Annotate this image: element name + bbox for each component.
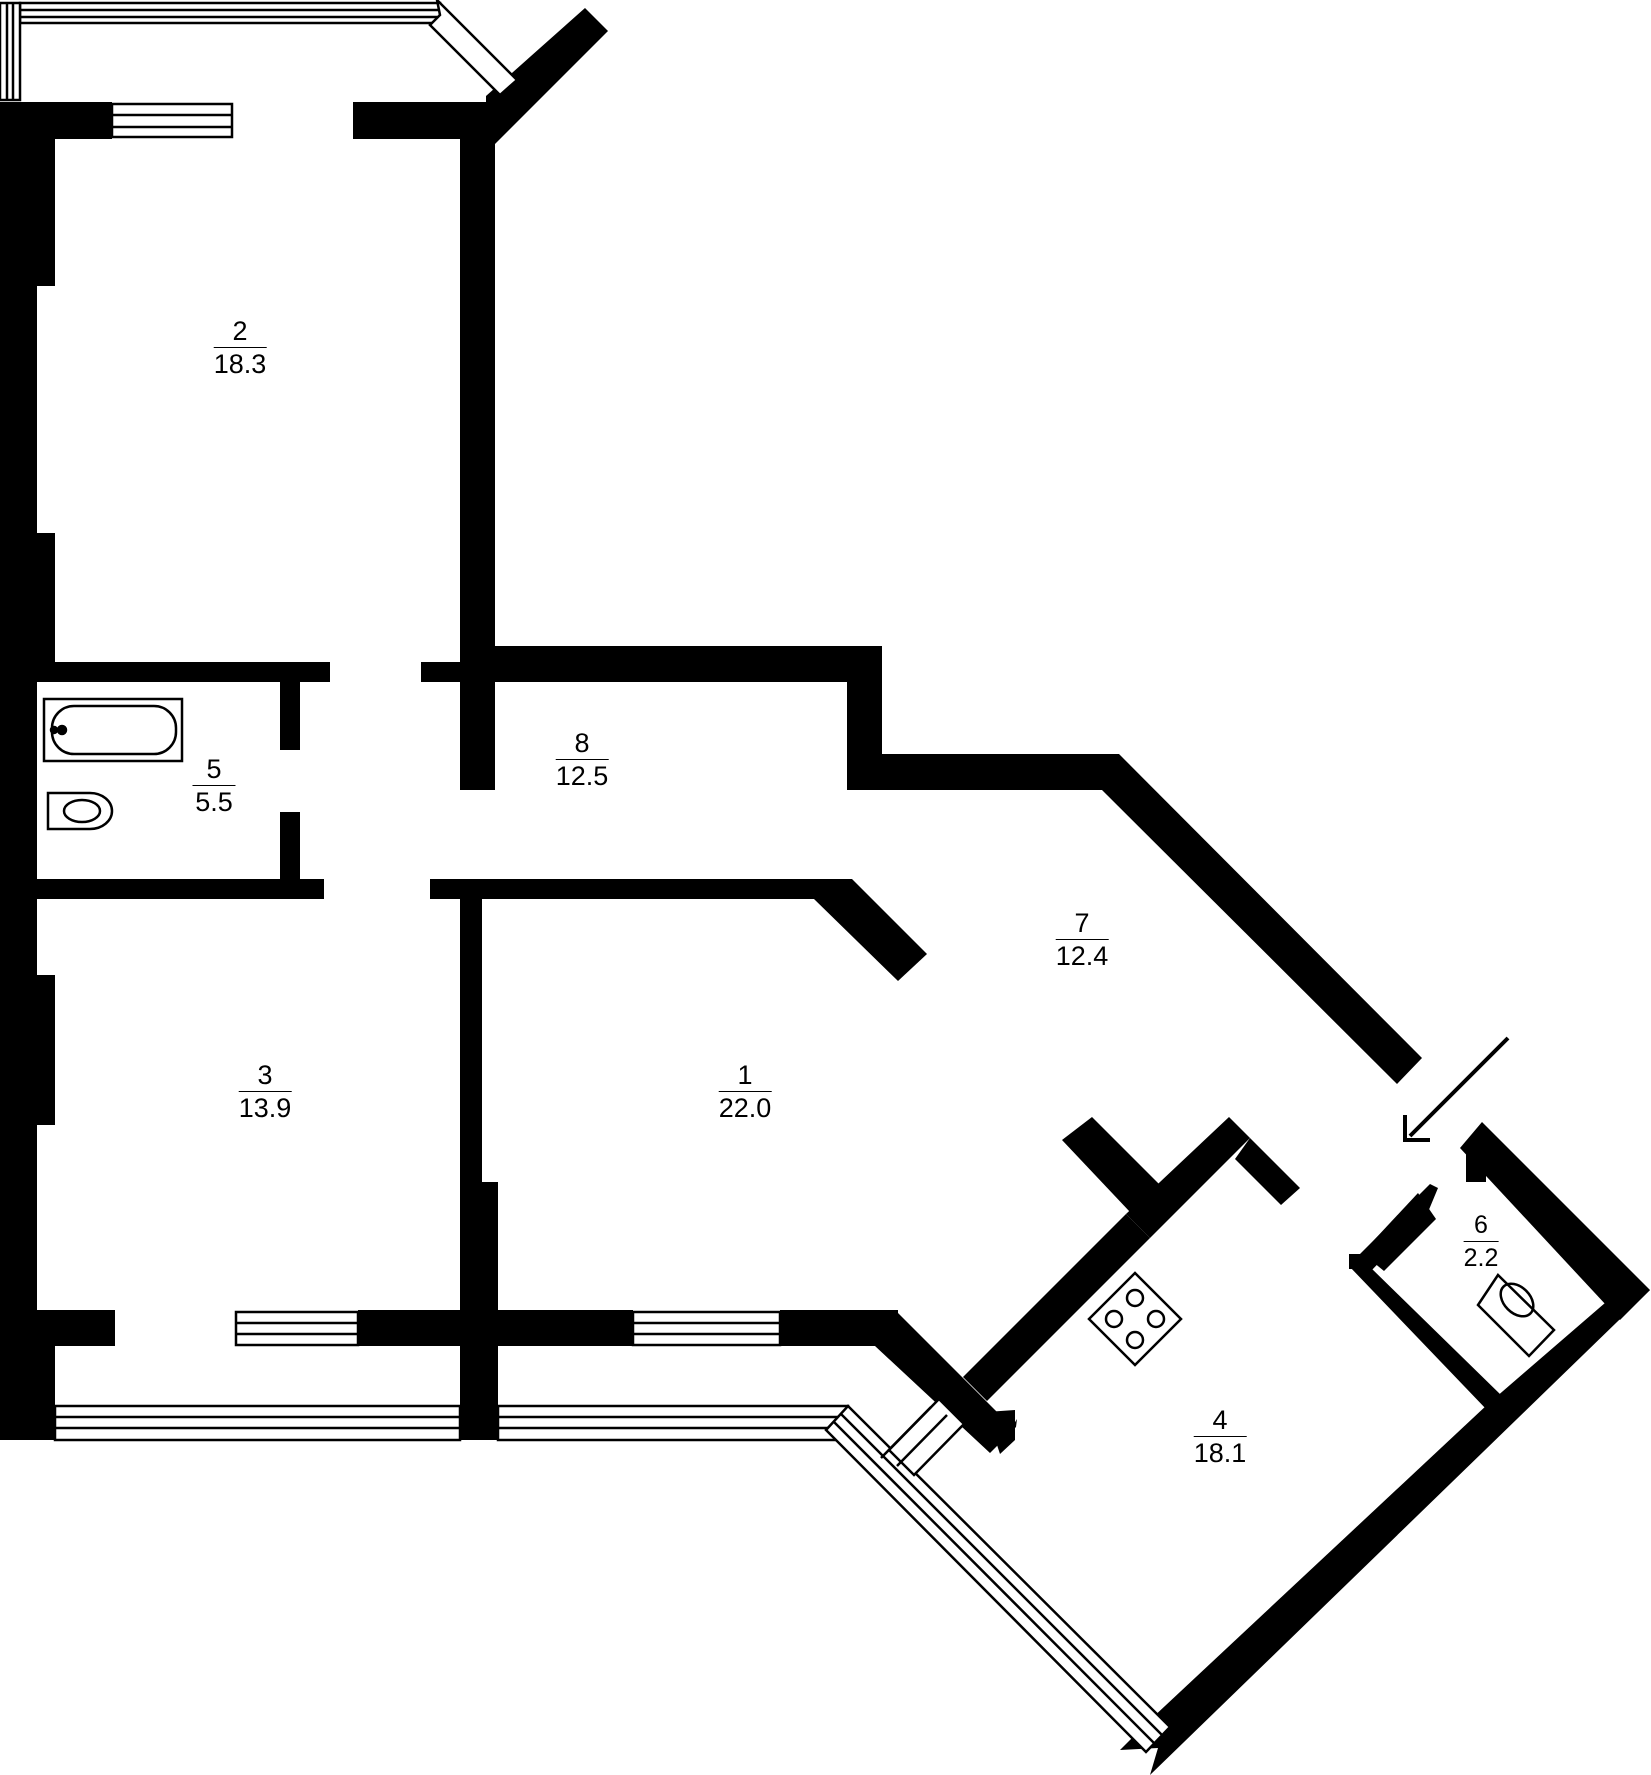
wall-kitchen-top-right [1229,1117,1300,1205]
wall-wc-door-stub [1466,1147,1486,1182]
window-bottom-left [234,1310,360,1347]
wall-bottom-left [37,1310,115,1346]
room-number: 1 [718,1060,772,1092]
window-bottom-balcony-mid [496,1404,850,1442]
wall-bath-door-lower [280,812,300,880]
room-label-8: 8 12.5 [555,728,609,792]
wall-kitchen-corner [986,1410,1015,1454]
window-top-diagonal [428,0,519,97]
entrance-arrow-icon [1403,1036,1510,1142]
wall-bath-top [37,662,330,682]
wall-top-right [353,102,493,139]
wall-left-outer [0,105,37,1440]
room-label-6: 6 2.2 [1463,1210,1499,1274]
wall-wc-bottom-hook [1349,1254,1373,1269]
window-bottom-balcony-diagonal [824,1404,1172,1754]
walls [0,8,1650,1775]
wall-central-upper [460,139,495,679]
room-area: 2.2 [1463,1244,1499,1272]
room-label-5: 5 5.5 [192,754,236,818]
wall-corridor-diagonal [1102,754,1422,1084]
room-area: 18.1 [1193,1438,1247,1468]
wall-room1-left [460,899,482,1184]
wall-kitchen-outer [1120,1290,1650,1775]
wall-wc-left [1349,1266,1502,1410]
room-area: 13.9 [238,1093,292,1123]
room-number: 8 [555,728,609,760]
room-area: 18.3 [213,349,267,379]
room-number: 3 [238,1060,292,1092]
wall-bath-door-upper [280,682,300,750]
room-label-7: 7 12.4 [1055,908,1109,972]
windows [0,0,1172,1754]
stove-icon [1087,1271,1183,1367]
window-bottom-balcony-left [53,1404,462,1442]
wall-bath-bottom [37,879,324,899]
room-area: 5.5 [195,787,233,817]
wall-left-pier-1 [0,138,55,286]
room-label-2: 2 18.3 [213,316,267,380]
window-bottom-mid [631,1310,782,1347]
wall-kitchen-door-block [1062,1117,1160,1212]
wall-left-pier-2 [0,533,55,663]
room-number: 5 [192,754,236,786]
wall-bottom-mid [358,1310,633,1346]
wall-room1-top [430,879,852,899]
room-label-1: 1 22.0 [718,1060,772,1124]
room-number: 6 [1463,1210,1499,1242]
wall-left-pier-4 [0,1340,55,1440]
room-number: 2 [213,316,267,348]
wall-left-pier-3 [0,975,55,1125]
wall-top-diagonal [486,8,608,145]
window-top-balcony-side [0,1,22,102]
wall-wc-top-stub [1362,1193,1436,1271]
toilet-icon-wc [1476,1273,1556,1358]
wall-kitchen-diagonal-top [1126,1117,1250,1238]
wall-bottom-diagonal [875,1310,1017,1453]
room-number: 7 [1055,908,1109,940]
wall-corridor-top-2 [847,754,1119,790]
toilet-icon [46,791,114,831]
room-number: 4 [1193,1405,1247,1437]
wall-central-stub [460,678,495,790]
wall-bath-top-right [421,662,461,682]
room-label-3: 3 13.9 [238,1060,292,1124]
wall-wc-right [1460,1122,1650,1320]
room-area: 12.4 [1055,941,1109,971]
wall-corridor-top [460,646,882,682]
wall-kitchen-diagonal-left [963,1214,1150,1401]
room-area: 22.0 [718,1093,772,1123]
room-label-4: 4 18.1 [1193,1405,1247,1469]
wall-room1-diagonal [814,879,927,981]
wall-top-left [0,102,112,139]
bathtub-icon [42,697,184,763]
room-area: 12.5 [555,761,609,791]
window-top-balcony [18,1,442,25]
window-top-left [110,102,234,139]
